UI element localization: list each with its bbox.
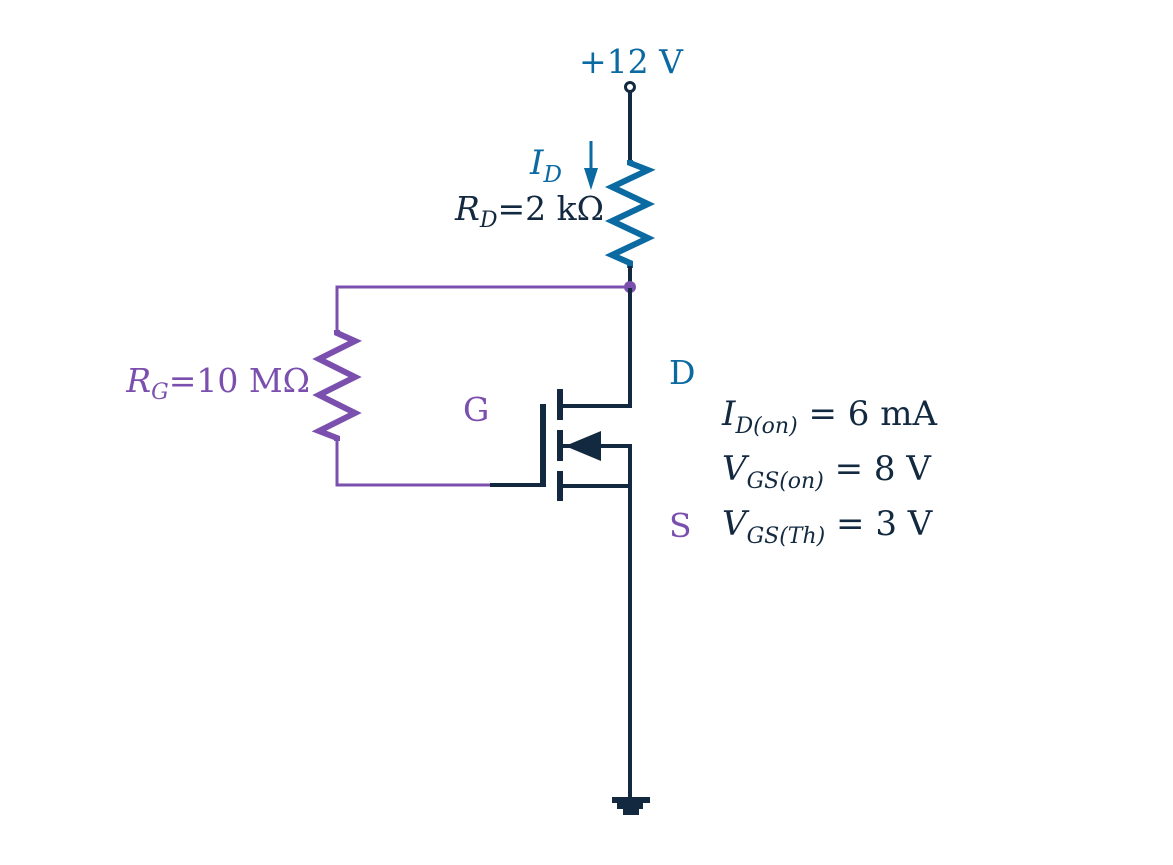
- gate-resistor-label: RG=10 MΩ: [125, 361, 310, 405]
- drain-resistor: [604, 160, 656, 268]
- arrow-down-icon: [584, 141, 598, 190]
- n-channel-enhancement-mosfet-icon: [490, 389, 632, 501]
- terminal-label-drain: D: [669, 353, 695, 392]
- feedback-wire-top: [335, 285, 630, 330]
- terminal-label-gate: G: [463, 390, 489, 429]
- parameter-id-on: ID(on) = 6 mA: [721, 394, 937, 439]
- supply-terminal-icon: [624, 81, 636, 93]
- feedback-wire-bottom: [335, 441, 490, 487]
- ground-icon: [612, 797, 650, 815]
- gate-resistor: [311, 330, 363, 441]
- drain-resistor-label: RD=2 kΩ: [454, 189, 604, 233]
- parameter-vgs-th: VGS(Th) = 3 V: [722, 504, 934, 549]
- terminal-label-source: S: [669, 506, 692, 545]
- parameter-vgs-on: VGS(on) = 8 V: [722, 449, 932, 494]
- drain-current-label: ID: [529, 143, 562, 188]
- supply-voltage-label: +12 V: [579, 42, 684, 81]
